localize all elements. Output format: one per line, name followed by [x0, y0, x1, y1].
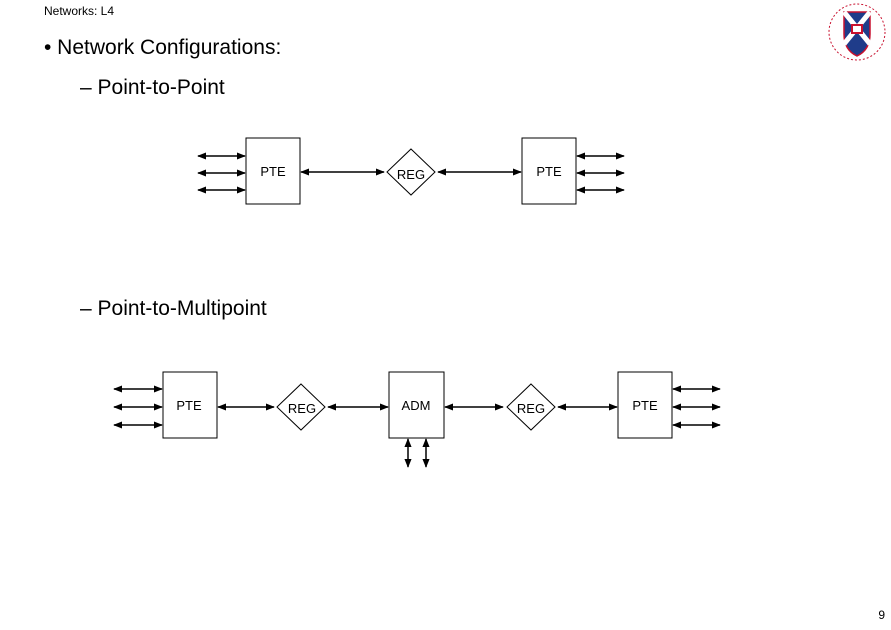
p2m-reg-right-label: REG [517, 401, 545, 416]
p2p-reg-label: REG [397, 167, 425, 182]
p2p-pte-right-box [521, 137, 577, 205]
p2m-pte-left-label: PTE [176, 398, 202, 413]
p2m-reg-left-diamond [276, 383, 326, 431]
p2m-pte-right-box [617, 371, 673, 439]
p2m-pte-right-label: PTE [632, 398, 658, 413]
section-title-point-to-multipoint: – Point-to-Multipoint [80, 297, 267, 320]
p2p-pte-right-label: PTE [536, 164, 562, 179]
page-number: 9 [878, 608, 885, 622]
section-title-point-to-point: – Point-to-Point [80, 76, 225, 99]
p2m-adm-box [388, 371, 445, 439]
p2m-diagram: PTE REG ADM REG PTE [113, 371, 721, 468]
p2p-reg-diamond [386, 148, 436, 196]
p2m-reg-right-diamond [506, 383, 556, 431]
university-crest-icon [828, 3, 886, 61]
p2m-adm-label: ADM [402, 398, 431, 413]
slide-header: Networks: L4 [44, 4, 115, 18]
p2m-pte-left-box [162, 371, 218, 439]
bullet-heading: • Network Configurations: [44, 36, 282, 59]
p2p-diagram: PTE REG PTE [197, 137, 625, 205]
p2p-pte-left-box [245, 137, 301, 205]
p2p-pte-left-label: PTE [260, 164, 286, 179]
p2m-reg-left-label: REG [288, 401, 316, 416]
